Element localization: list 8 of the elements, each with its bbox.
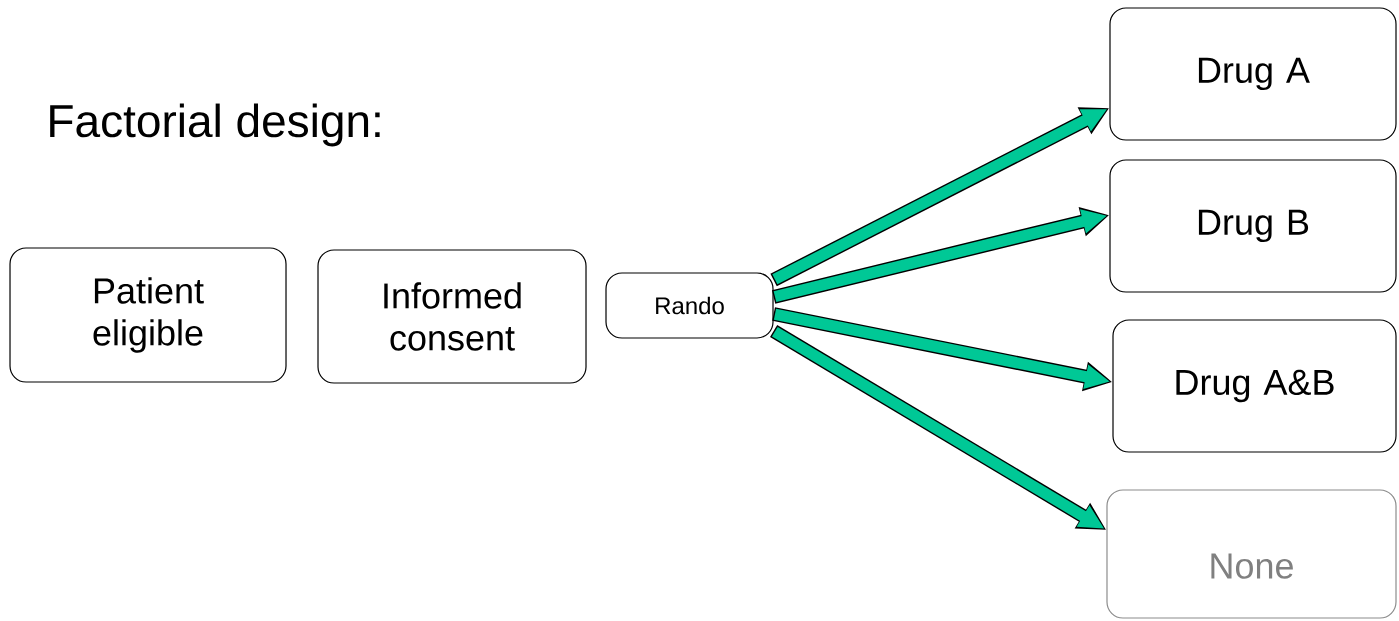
randomisation-box: Rando xyxy=(605,272,774,339)
step-box: Patient eligible xyxy=(9,247,287,383)
arm-box: Drug A&B xyxy=(1112,319,1397,453)
title: Factorial design: xyxy=(50,103,380,147)
arm-box: Drug B xyxy=(1109,159,1397,293)
step-box: Informed consent xyxy=(317,249,587,384)
arm-box: None xyxy=(1106,489,1397,619)
arm-box: Drug A xyxy=(1109,7,1397,141)
